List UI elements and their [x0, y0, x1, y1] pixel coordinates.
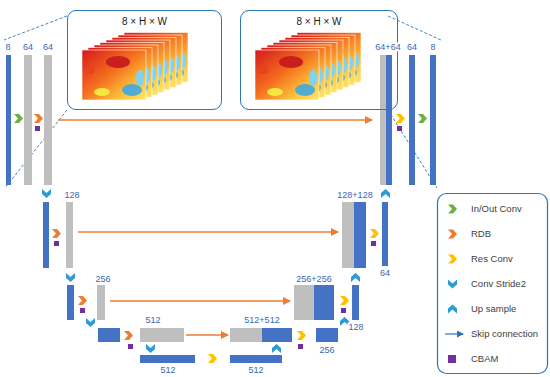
channel-count: 64	[22, 43, 34, 52]
channel-count: 512	[159, 366, 176, 375]
channel-count: 128	[347, 323, 364, 332]
legend-text: Up sample	[471, 304, 516, 314]
panel-title: 8 × H × W	[241, 11, 397, 27]
legend-text: Skip connection	[471, 329, 538, 339]
channel-count: 512	[247, 366, 264, 375]
channel-count: 128	[63, 191, 80, 200]
channel-count: 64	[379, 269, 391, 278]
legend-text: Conv Stride2	[471, 279, 526, 289]
inset-panel: 8 × H × W	[67, 10, 222, 110]
panel-title: 8 × H × W	[68, 11, 221, 27]
inset-panel: 8 × H × W	[240, 10, 398, 110]
channel-count: 256	[318, 346, 335, 355]
channel-count: 64	[42, 43, 54, 52]
channel-count: 8	[4, 43, 11, 52]
channel-count: 512+512	[243, 316, 280, 325]
legend-text: Res Conv	[471, 254, 513, 264]
channel-count: 256+256	[295, 275, 332, 284]
legend-text: CBAM	[471, 354, 498, 364]
legend-text: In/Out Conv	[471, 204, 522, 214]
legend-text: RDB	[471, 229, 491, 239]
channel-count: 64	[406, 43, 418, 52]
channel-count: 512	[144, 316, 161, 325]
channel-count: 8	[429, 43, 436, 52]
channel-count: 128+128	[336, 191, 373, 200]
channel-count: 64+64	[374, 43, 401, 52]
channel-count: 256	[94, 275, 111, 284]
legend-swatch	[448, 355, 456, 363]
